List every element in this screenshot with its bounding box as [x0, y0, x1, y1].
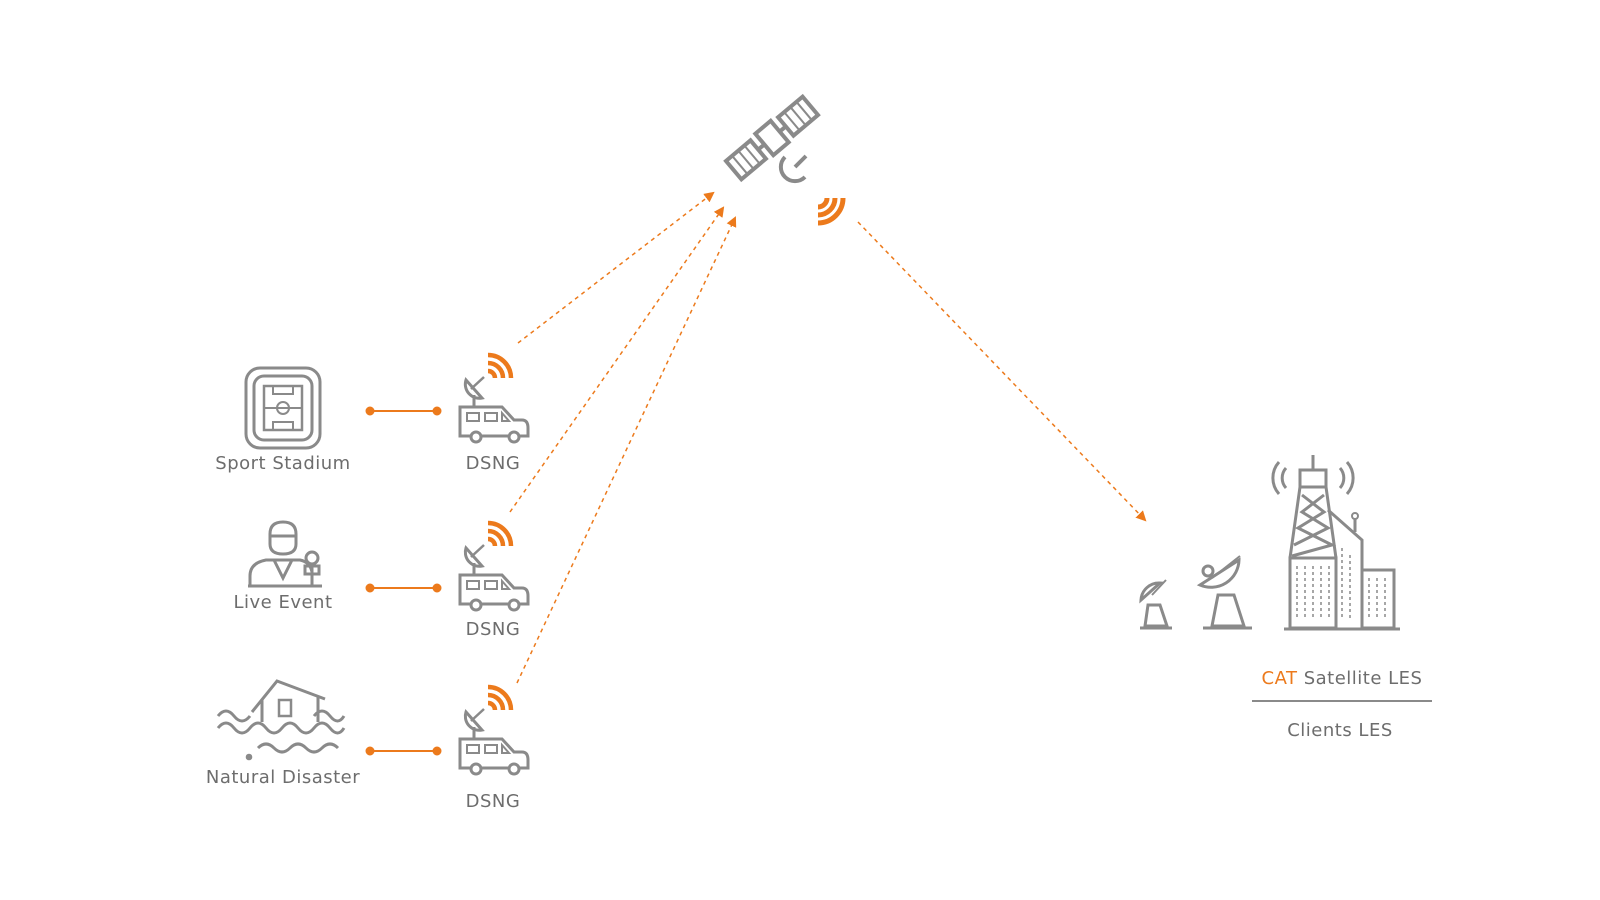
earth-station-icon — [1139, 455, 1400, 631]
flood-house-icon — [216, 679, 346, 761]
dsng-truck-icon — [458, 352, 530, 444]
reporter-icon — [248, 520, 322, 588]
downlink-arrow — [857, 221, 1147, 522]
dsng-label-1: DSNG — [465, 453, 521, 474]
source-label-live-event: Live Event — [233, 592, 333, 613]
dsng-truck-icon — [458, 684, 530, 776]
uplink-arrow-1 — [517, 191, 715, 344]
source-label-natural-disaster: Natural Disaster — [205, 767, 361, 788]
satellite-icon — [723, 93, 821, 184]
destination-title-rest: Satellite LES — [1297, 668, 1423, 689]
destination-subtitle: Clients LES — [1287, 720, 1393, 741]
dsng-label-2: DSNG — [465, 619, 521, 640]
stadium-icon — [244, 366, 322, 450]
uplink-arrow-2 — [509, 206, 725, 513]
connector-1 — [365, 406, 442, 416]
dsng-truck-icon — [458, 520, 530, 612]
satellite-signal-icon — [817, 197, 846, 226]
destination-title: CAT Satellite LES — [1262, 668, 1423, 689]
dsng-label-3: DSNG — [465, 791, 521, 812]
uplink-arrow-3 — [516, 216, 737, 684]
connector-2 — [365, 583, 442, 593]
connector-3 — [365, 746, 442, 756]
destination-brand: CAT — [1261, 668, 1298, 689]
source-label-sport-stadium: Sport Stadium — [215, 453, 351, 474]
destination-divider — [1252, 700, 1432, 702]
